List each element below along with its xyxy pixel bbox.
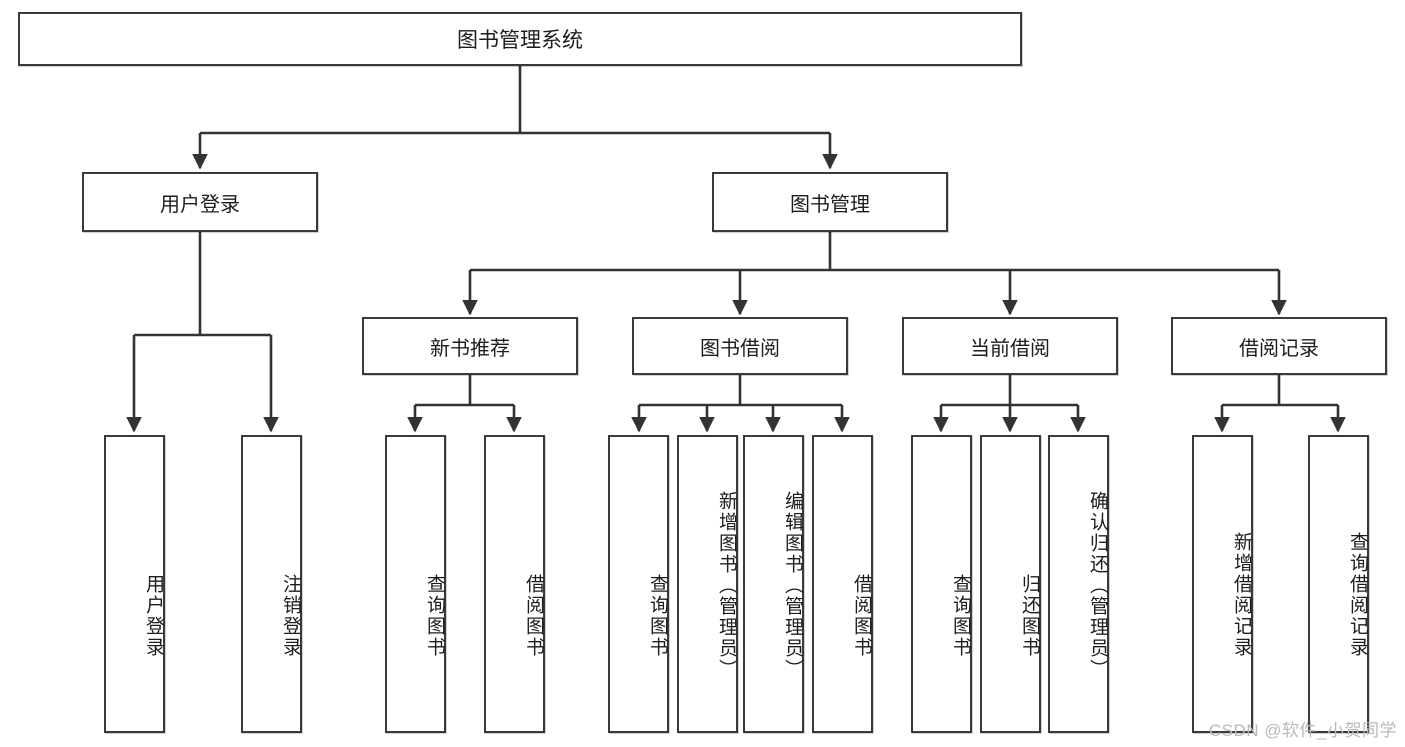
node-leaf-query-book-2[interactable]: 查询图书 bbox=[608, 435, 669, 733]
node-user-login-label: 用户登录 bbox=[160, 193, 240, 216]
node-leaf-confirm-return[interactable]: 确认归还（管理员） bbox=[1048, 435, 1109, 733]
node-leaf-user-login[interactable]: 用户登录 bbox=[104, 435, 165, 733]
node-leaf-add-book-label: 新增图书（管理员） bbox=[716, 490, 737, 680]
node-book-manage-label: 图书管理 bbox=[790, 193, 870, 216]
node-leaf-return-book[interactable]: 归还图书 bbox=[980, 435, 1041, 733]
node-root-label: 图书管理系统 bbox=[457, 29, 583, 52]
node-leaf-add-book[interactable]: 新增图书（管理员） bbox=[677, 435, 738, 733]
node-current-borrow-label: 当前借阅 bbox=[970, 337, 1050, 360]
node-root[interactable]: 图书管理系统 bbox=[18, 12, 1022, 66]
node-leaf-add-record-label: 新增借阅记录 bbox=[1231, 532, 1252, 658]
node-leaf-query-record[interactable]: 查询借阅记录 bbox=[1308, 435, 1369, 733]
node-leaf-add-record[interactable]: 新增借阅记录 bbox=[1192, 435, 1253, 733]
node-user-login[interactable]: 用户登录 bbox=[82, 172, 318, 232]
node-leaf-query-book-3-label: 查询图书 bbox=[950, 574, 971, 658]
node-leaf-borrow-book-2[interactable]: 借阅图书 bbox=[812, 435, 873, 733]
node-leaf-query-book-1-label: 查询图书 bbox=[424, 574, 445, 658]
node-borrow-record[interactable]: 借阅记录 bbox=[1171, 317, 1387, 375]
node-leaf-confirm-return-label: 确认归还（管理员） bbox=[1087, 490, 1108, 680]
node-leaf-borrow-book-2-label: 借阅图书 bbox=[851, 574, 872, 658]
node-leaf-borrow-book-1-label: 借阅图书 bbox=[523, 574, 544, 658]
node-book-borrow[interactable]: 图书借阅 bbox=[632, 317, 848, 375]
node-leaf-logout[interactable]: 注销登录 bbox=[241, 435, 302, 733]
node-leaf-query-book-1[interactable]: 查询图书 bbox=[385, 435, 446, 733]
node-leaf-edit-book-label: 编辑图书（管理员） bbox=[782, 490, 803, 680]
node-new-book-recommend-label: 新书推荐 bbox=[430, 337, 510, 360]
node-leaf-query-book-3[interactable]: 查询图书 bbox=[911, 435, 972, 733]
node-current-borrow[interactable]: 当前借阅 bbox=[902, 317, 1118, 375]
node-leaf-query-book-2-label: 查询图书 bbox=[647, 574, 668, 658]
node-new-book-recommend[interactable]: 新书推荐 bbox=[362, 317, 578, 375]
node-book-borrow-label: 图书借阅 bbox=[700, 337, 780, 360]
node-leaf-borrow-book-1[interactable]: 借阅图书 bbox=[484, 435, 545, 733]
node-book-manage[interactable]: 图书管理 bbox=[712, 172, 948, 232]
node-borrow-record-label: 借阅记录 bbox=[1239, 337, 1319, 360]
watermark-text: CSDN @软件_小贺同学 bbox=[1208, 721, 1397, 740]
node-leaf-return-book-label: 归还图书 bbox=[1019, 574, 1040, 658]
node-leaf-logout-label: 注销登录 bbox=[280, 574, 301, 658]
node-leaf-user-login-label: 用户登录 bbox=[143, 574, 164, 658]
node-leaf-edit-book[interactable]: 编辑图书（管理员） bbox=[743, 435, 804, 733]
node-leaf-query-record-label: 查询借阅记录 bbox=[1347, 532, 1368, 658]
